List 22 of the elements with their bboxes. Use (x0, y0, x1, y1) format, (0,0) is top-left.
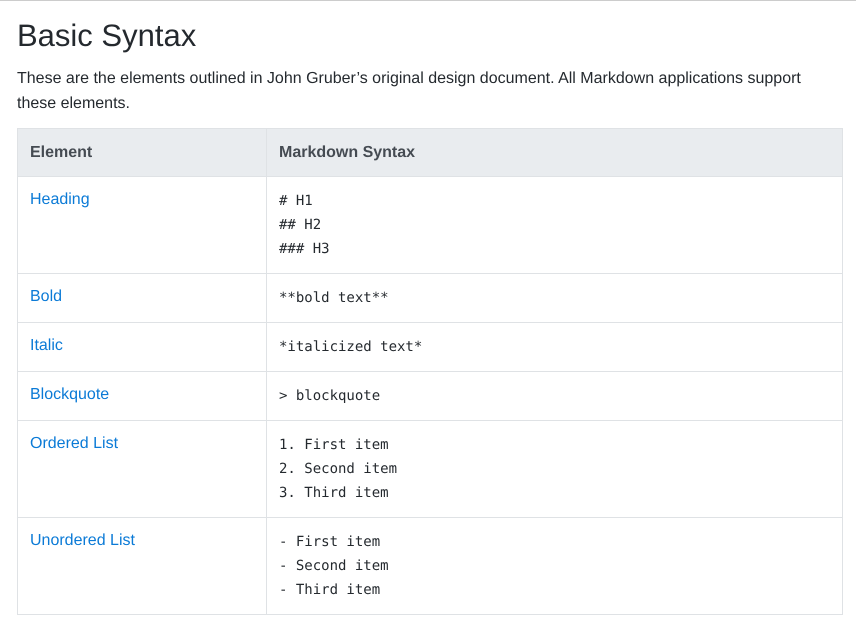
element-link: Ordered List (30, 435, 118, 452)
syntax-code: 1. First item (279, 436, 389, 455)
element-link: Bold (30, 288, 62, 305)
syntax-code: - Third item (279, 581, 380, 600)
column-header: Element (30, 144, 92, 161)
element-link: Blockquote (30, 386, 110, 403)
page-title: Basic Syntax (17, 18, 196, 54)
syntax-code: **bold text** (279, 289, 389, 308)
column-header: Markdown Syntax (279, 144, 416, 161)
syntax-code: *italicized text* (279, 338, 422, 357)
syntax-code: 3. Third item (279, 484, 389, 503)
element-link: Italic (30, 337, 63, 354)
syntax-code: ## H2 (279, 216, 322, 235)
syntax-code: ### H3 (279, 240, 330, 259)
intro-paragraph: These are the elements outlined in John Gruber’s original design document. All Markdown applications support these elements. (17, 69, 802, 114)
syntax-code: 2. Second item (279, 460, 398, 479)
element-link: Heading (30, 191, 90, 208)
syntax-code: - Second item (279, 557, 389, 576)
syntax-code: > blockquote (279, 387, 380, 406)
syntax-code: # H1 (279, 192, 313, 211)
element-link: Unordered List (30, 532, 135, 549)
syntax-code: - First item (279, 533, 380, 552)
